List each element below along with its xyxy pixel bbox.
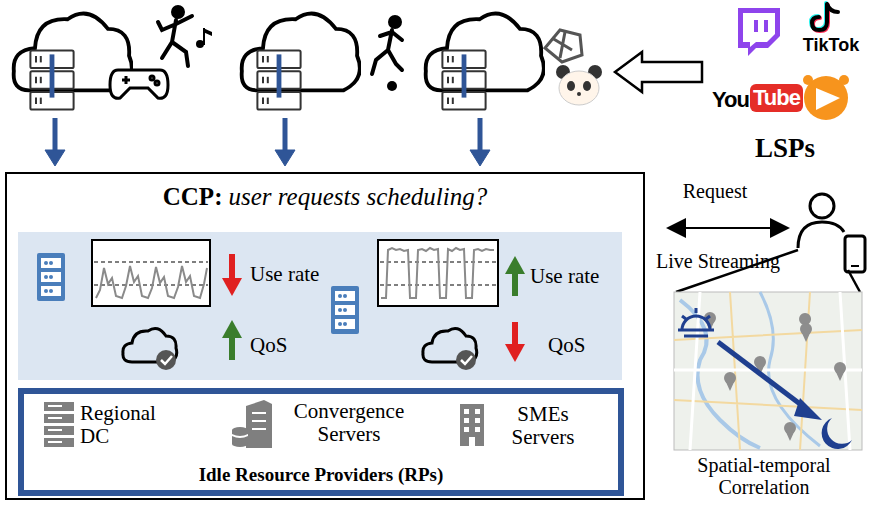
title-italic: user requests scheduling? — [228, 183, 487, 210]
provider-label: SMEs Servers — [488, 403, 598, 449]
metric-label: Use rate — [250, 263, 330, 286]
map-caption: Spatial-temporal Correlation — [674, 454, 854, 498]
group-label: LSPs — [740, 134, 830, 164]
metric-label: Use rate — [530, 265, 610, 288]
flow-label: Live Streaming — [648, 250, 788, 272]
platform-logo-text: You — [712, 88, 752, 112]
provider-title: Idle Resource Providers (RPs) — [24, 465, 618, 486]
metric-label: QoS — [250, 334, 310, 357]
title-bold: CCP: — [163, 183, 223, 210]
provider-label: Convergence Servers — [274, 400, 424, 446]
metric-label: QoS — [548, 334, 608, 357]
provider-label: Regional DC — [80, 402, 170, 448]
platform-logo-text: TikTok — [796, 36, 866, 56]
flow-label: Request — [670, 180, 760, 202]
platform-logo-text: Tube — [750, 84, 803, 112]
title-row: CCP:user requests scheduling? — [7, 182, 643, 212]
